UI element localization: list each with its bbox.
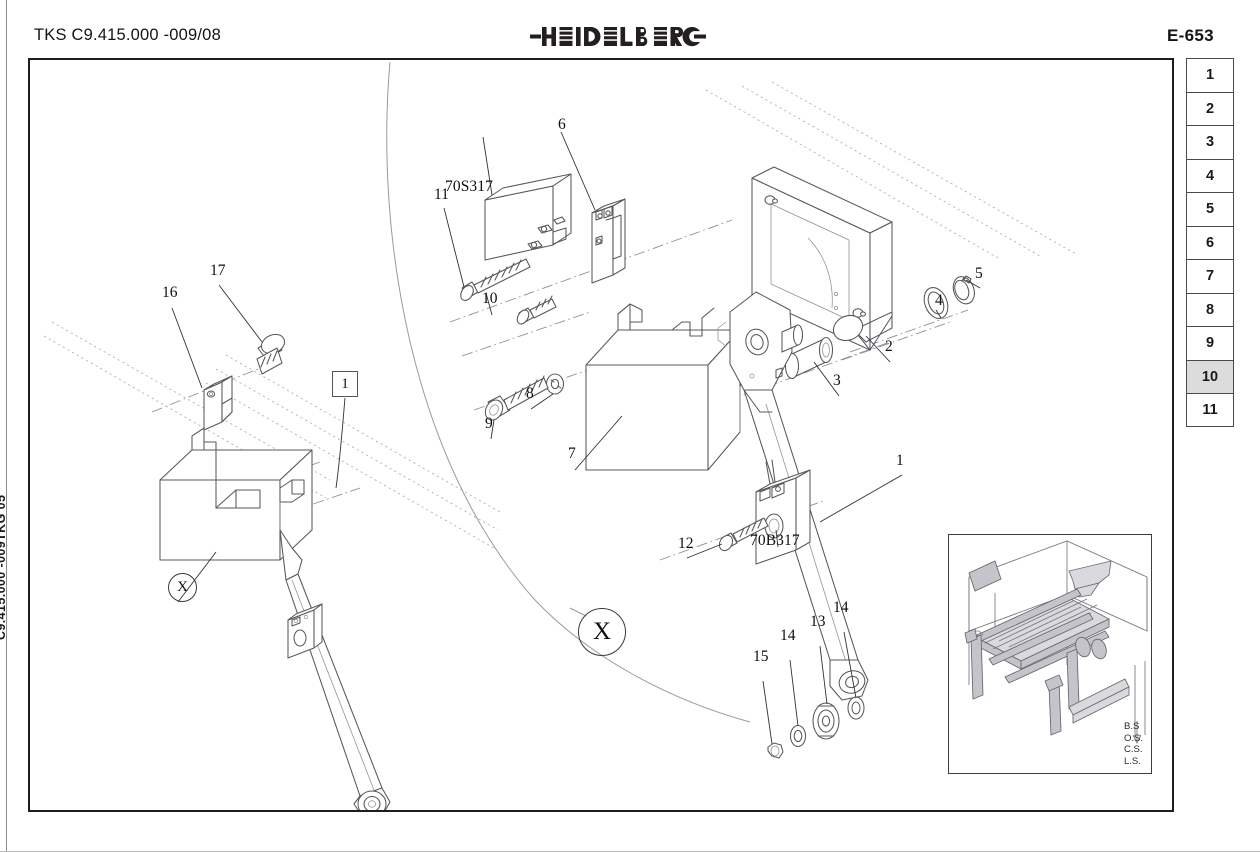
tab-6[interactable]: 6	[1186, 225, 1234, 259]
callout-5: 5	[975, 265, 983, 282]
callout-15: 15	[753, 648, 769, 665]
vertical-drawing-code: C9.415.000 -009TKG 05	[0, 494, 8, 640]
callout-12: 12	[678, 535, 694, 552]
part-15-nut	[767, 742, 784, 759]
callout-7: 7	[568, 445, 576, 462]
callout-3: 3	[833, 372, 841, 389]
callout-70B317: 70B317	[750, 532, 800, 549]
document-code: TKS C9.415.000 -009/08	[34, 26, 221, 44]
page-border-left	[6, 0, 7, 852]
tab-4[interactable]: 4	[1186, 158, 1234, 192]
part-17-screw	[256, 333, 286, 375]
tab-9[interactable]: 9	[1186, 326, 1234, 360]
detail-mark-x-large: X	[578, 608, 626, 656]
part-8-washer	[545, 373, 565, 395]
callout-14-left: 14	[780, 627, 796, 644]
callout-4: 4	[935, 292, 943, 309]
inset-label-os: O.S.	[1123, 732, 1143, 744]
detail-mark-x-small: X	[168, 573, 197, 602]
tab-2[interactable]: 2	[1186, 91, 1234, 125]
part-5-snap-ring	[952, 275, 975, 305]
part-sensor-70B317	[755, 459, 811, 565]
page-index-tabs: 1 2 3 4 5 6 7 8 9 10 11	[1186, 58, 1234, 427]
callout-10: 10	[482, 290, 498, 307]
callout-14-right: 14	[833, 599, 849, 616]
tab-10[interactable]: 10	[1186, 359, 1234, 393]
inset-label-ls: L.S.	[1123, 755, 1141, 767]
drawing-canvas: .ln { fill:none; stroke:#58585c; stroke-…	[30, 60, 1172, 810]
part-16-clamp	[203, 375, 233, 431]
exploded-parts-drawing: .ln { fill:none; stroke:#58585c; stroke-…	[43, 61, 1077, 810]
part-13-roller	[812, 702, 840, 740]
machine-location-inset: .il { fill:none; stroke:#77777d; stroke-…	[948, 534, 1152, 774]
part-11-screw	[460, 258, 531, 301]
inset-label-bs: B.S	[1123, 721, 1140, 732]
tab-8[interactable]: 8	[1186, 292, 1234, 326]
part-3-bushing	[784, 336, 834, 380]
detail-x-assembly	[159, 427, 391, 810]
part-7-cover	[585, 303, 765, 471]
callout-2: 2	[885, 338, 893, 355]
callout-17: 17	[210, 262, 226, 279]
callout-8: 8	[526, 385, 534, 402]
tab-11[interactable]: 11	[1186, 393, 1234, 427]
part-4-ring	[923, 287, 949, 319]
callout-6: 6	[558, 116, 566, 133]
part-12-screw	[718, 517, 769, 552]
part-6-bracket	[591, 198, 626, 284]
callout-9: 9	[485, 415, 493, 432]
part-14-washer-left	[789, 724, 807, 748]
callout-13: 13	[810, 613, 826, 630]
boxed-callout-1: 1	[332, 371, 358, 397]
tab-1[interactable]: 1	[1186, 58, 1234, 92]
tab-5[interactable]: 5	[1186, 192, 1234, 226]
inset-label-cs: C.S.	[1123, 744, 1143, 755]
part-9-screw	[484, 375, 549, 421]
inset-machine-illustration: .il { fill:none; stroke:#77777d; stroke-…	[964, 540, 1148, 744]
heidelberg-logo	[530, 26, 740, 48]
tab-3[interactable]: 3	[1186, 125, 1234, 159]
tab-7[interactable]: 7	[1186, 259, 1234, 293]
part-sensor-70S317	[484, 173, 572, 261]
inset-side-labels: B.S O.S. C.S. L.S.	[1124, 721, 1143, 767]
callout-70S317: 70S317	[445, 178, 493, 195]
callout-11: 11	[434, 186, 449, 203]
callout-1-arm: 1	[896, 452, 904, 469]
page-code: E-653	[1167, 26, 1214, 45]
drawing-frame: .ln { fill:none; stroke:#58585c; stroke-…	[28, 58, 1174, 812]
callout-16: 16	[162, 284, 178, 301]
part-14-washer-right	[847, 696, 865, 720]
part-10-screw	[516, 295, 557, 325]
